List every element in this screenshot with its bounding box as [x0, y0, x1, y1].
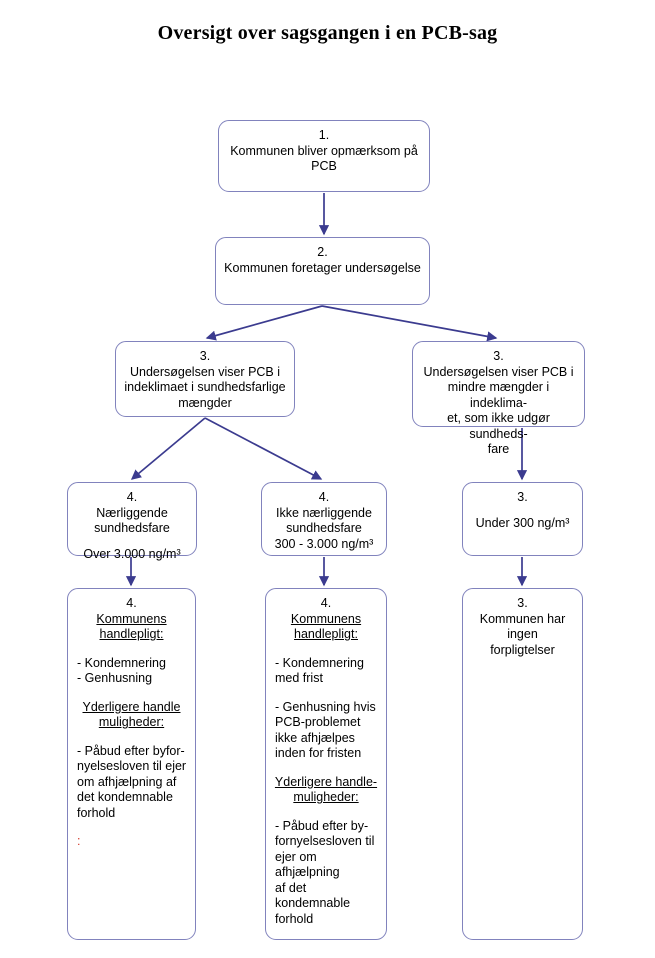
red-colon-artifact: :	[77, 834, 81, 848]
node-list-yderligere: - Påbud efter byfor- nyelsesloven til ej…	[77, 743, 187, 820]
node-number: 4.	[126, 596, 137, 610]
node-heading-yderligere: Yderligere handle- muligheder:	[274, 774, 378, 805]
node-text: Kommunen bliver opmærksom på PCB	[230, 143, 418, 174]
node-number: 4.	[126, 490, 138, 504]
node-handlepligt-naerliggende: 4. Kommunens handlepligt: - Kondemnering…	[67, 588, 196, 940]
node-number: 3.	[199, 349, 211, 363]
node-number: 3.	[517, 490, 528, 504]
node-value: Under 300 ng/m³	[475, 515, 570, 530]
node-number: 2.	[317, 245, 328, 259]
node-pcb-sundhedsfarlige-maengder: 3. Undersøgelsen viser PCB i indeklimaet…	[115, 341, 295, 417]
node-number: 4.	[318, 490, 330, 504]
node-list-handlepligt: - Kondemnering - Genhusning	[77, 655, 166, 686]
spacer	[272, 687, 380, 700]
spacer	[74, 643, 189, 656]
node-number: 4.	[320, 596, 332, 610]
node-list-kondemnering: - Kondemnering med frist	[275, 655, 364, 686]
node-kommunen-undersoegelse: 2. Kommunen foretager undersøgelse	[215, 237, 430, 305]
node-heading-handlepligt: Kommunens handlepligt:	[290, 611, 362, 642]
node-value: 300 - 3.000 ng/m³	[274, 536, 374, 551]
arrow-2-to-3a	[205, 305, 323, 341]
node-number: 1.	[318, 128, 330, 142]
node-ingen-forpligtelser: 3. Kommunen har ingen forpligtelser	[462, 588, 583, 940]
spacer	[272, 806, 380, 819]
node-list-genhusning: - Genhusning hvis PCB-problemet ikke afh…	[275, 699, 376, 761]
spacer	[74, 821, 189, 834]
spacer	[74, 731, 189, 744]
node-handlepligt-ikke-naerliggende: 4. Kommunens handlepligt: - Kondemnering…	[265, 588, 387, 940]
node-value: Over 3.000 ng/m³	[83, 546, 181, 561]
arrow-3a-to-4b	[204, 417, 323, 480]
arrow-3a-to-4a	[130, 417, 206, 480]
node-text: Undersøgelsen viser PCB i indeklimaet i …	[124, 364, 286, 410]
node-heading-handlepligt: Kommunens handlepligt:	[96, 611, 167, 642]
spacer	[272, 643, 380, 656]
spacer	[74, 537, 190, 547]
spacer	[74, 687, 189, 700]
node-naerliggende-sundhedsfare: 4. Nærliggende sundhedsfare Over 3.000 n…	[67, 482, 197, 561]
node-number: 3.	[493, 349, 504, 363]
node-text: Ikke nærliggende sundhedsfare	[276, 505, 372, 536]
spacer	[469, 506, 576, 516]
node-ikke-naerliggende-sundhedsfare: 4. Ikke nærliggende sundhedsfare 300 - 3…	[261, 482, 387, 556]
page-title: Oversigt over sagsgangen i en PCB-sag	[157, 22, 498, 44]
arrow-2-to-3b	[321, 305, 498, 342]
node-text: Kommunen har ingen forpligtelser	[479, 611, 566, 657]
spacer	[272, 762, 380, 775]
node-heading-yderligere: Yderligere handle muligheder:	[82, 699, 181, 730]
node-number: 3.	[517, 596, 528, 610]
node-list-yderligere: - Påbud efter by- fornyelsesloven til ej…	[275, 818, 375, 926]
node-text: Nærliggende sundhedsfare	[94, 505, 170, 536]
node-under-300: 3. Under 300 ng/m³	[462, 482, 583, 556]
node-kommunen-opmaerksom: 1. Kommunen bliver opmærksom på PCB	[218, 120, 430, 192]
node-text: Kommunen foretager undersøgelse	[224, 260, 421, 275]
node-pcb-mindre-maengder: 3. Undersøgelsen viser PCB i mindre mæng…	[412, 341, 585, 456]
node-text: Undersøgelsen viser PCB i mindre mængder…	[423, 364, 574, 457]
